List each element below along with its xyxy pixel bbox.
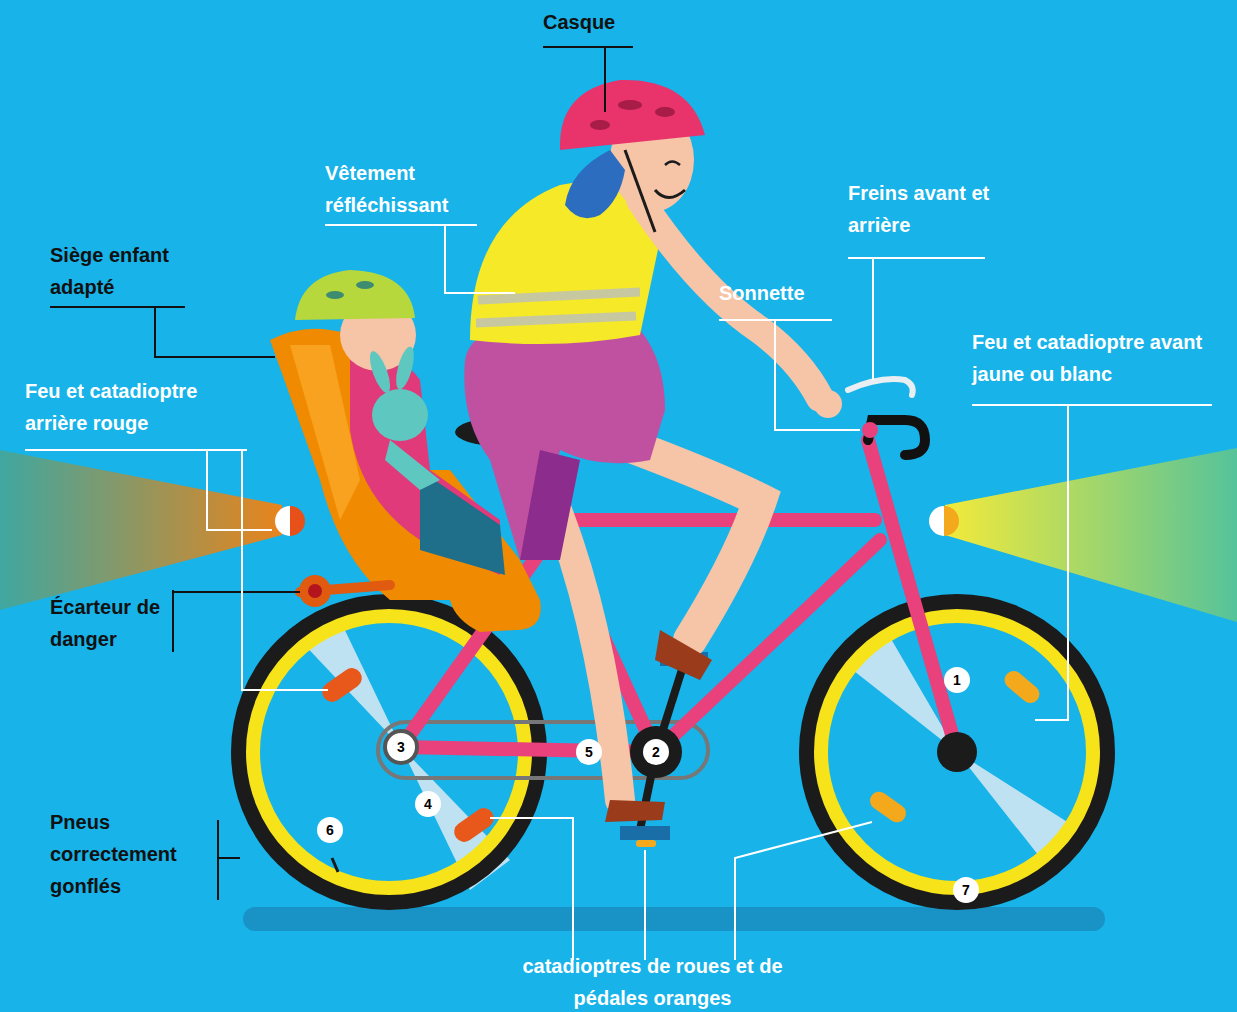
helmet-vent <box>326 291 344 299</box>
helmet <box>560 80 705 150</box>
callout-circle: 4 <box>415 791 441 817</box>
part-label: Freins avant et arrière <box>848 177 1018 241</box>
part-label: Vêtement réfléchissant <box>325 157 495 221</box>
plush-toy <box>372 389 428 441</box>
front-hub <box>937 732 977 772</box>
plush-toy <box>366 349 394 395</box>
bell <box>862 422 878 438</box>
part-label: Écarteur de danger <box>50 591 170 655</box>
part-label: Casque <box>543 6 663 38</box>
part-label: Feu et catadioptre avant jaune ou blanc <box>972 326 1217 390</box>
helmet-vent <box>618 100 642 110</box>
part-label: catadioptres de roues et de pédales oran… <box>520 950 785 1012</box>
pedal <box>620 826 670 840</box>
plush-toy <box>393 345 418 391</box>
callout-circle: 7 <box>953 877 979 903</box>
child-seat <box>270 329 541 632</box>
danger-spacer <box>308 584 322 598</box>
rider-shorts <box>520 450 580 560</box>
callout-number: 2 <box>652 745 660 759</box>
wheel-reflector <box>1001 667 1043 707</box>
part-label: Siège enfant adapté <box>50 239 220 303</box>
child-helmet <box>295 270 415 320</box>
helmet-vent <box>590 120 610 130</box>
rider-shoe <box>655 630 712 680</box>
helmet-vent <box>356 281 374 289</box>
callout-number: 7 <box>962 883 970 897</box>
crank <box>656 660 685 752</box>
wheel-reflector <box>318 664 366 706</box>
callout-number: 1 <box>953 673 961 687</box>
part-label: Sonnette <box>719 277 839 309</box>
chain <box>378 722 708 778</box>
callout-number: 6 <box>326 823 334 837</box>
rider-hair <box>565 150 625 218</box>
front-light-beam <box>945 448 1237 622</box>
rear-light <box>275 506 290 536</box>
child-legs <box>420 470 505 575</box>
callout-circle: 3 <box>383 729 419 765</box>
rear-light-beam <box>0 450 282 610</box>
leader-line <box>50 47 633 900</box>
part-label: Pneus correctement gonflés <box>50 806 215 902</box>
rear-light <box>290 506 305 536</box>
callout-circle: 5 <box>576 739 602 765</box>
callout-circle: 1 <box>944 667 970 693</box>
callout-number: 3 <box>397 740 405 754</box>
pedal-reflector <box>636 840 656 847</box>
part-label: Feu et catadioptre arrière rouge <box>25 375 260 439</box>
helmet-vent <box>655 107 675 117</box>
helmet-strap <box>625 150 655 232</box>
wheel-reflector <box>450 804 498 846</box>
callout-number: 5 <box>585 745 593 759</box>
rider-eye <box>665 162 680 166</box>
front-wheel <box>807 602 1107 902</box>
handlebar <box>868 420 925 455</box>
rider-smile <box>655 190 685 198</box>
child-seat <box>290 345 360 520</box>
rider-shoe <box>605 800 665 822</box>
reflective-stripe <box>476 316 636 323</box>
callout-number: 4 <box>424 797 432 811</box>
callout-circle: 2 <box>643 739 669 765</box>
wheel-reflector <box>866 788 909 826</box>
brake-lever <box>848 379 913 395</box>
front-light <box>929 506 944 536</box>
plush-toy <box>385 440 440 490</box>
callout-circle: 6 <box>317 817 343 843</box>
danger-spacer <box>299 575 331 607</box>
front-light <box>944 506 959 536</box>
rider-hand <box>814 390 842 418</box>
ground-shadow <box>243 907 1105 931</box>
